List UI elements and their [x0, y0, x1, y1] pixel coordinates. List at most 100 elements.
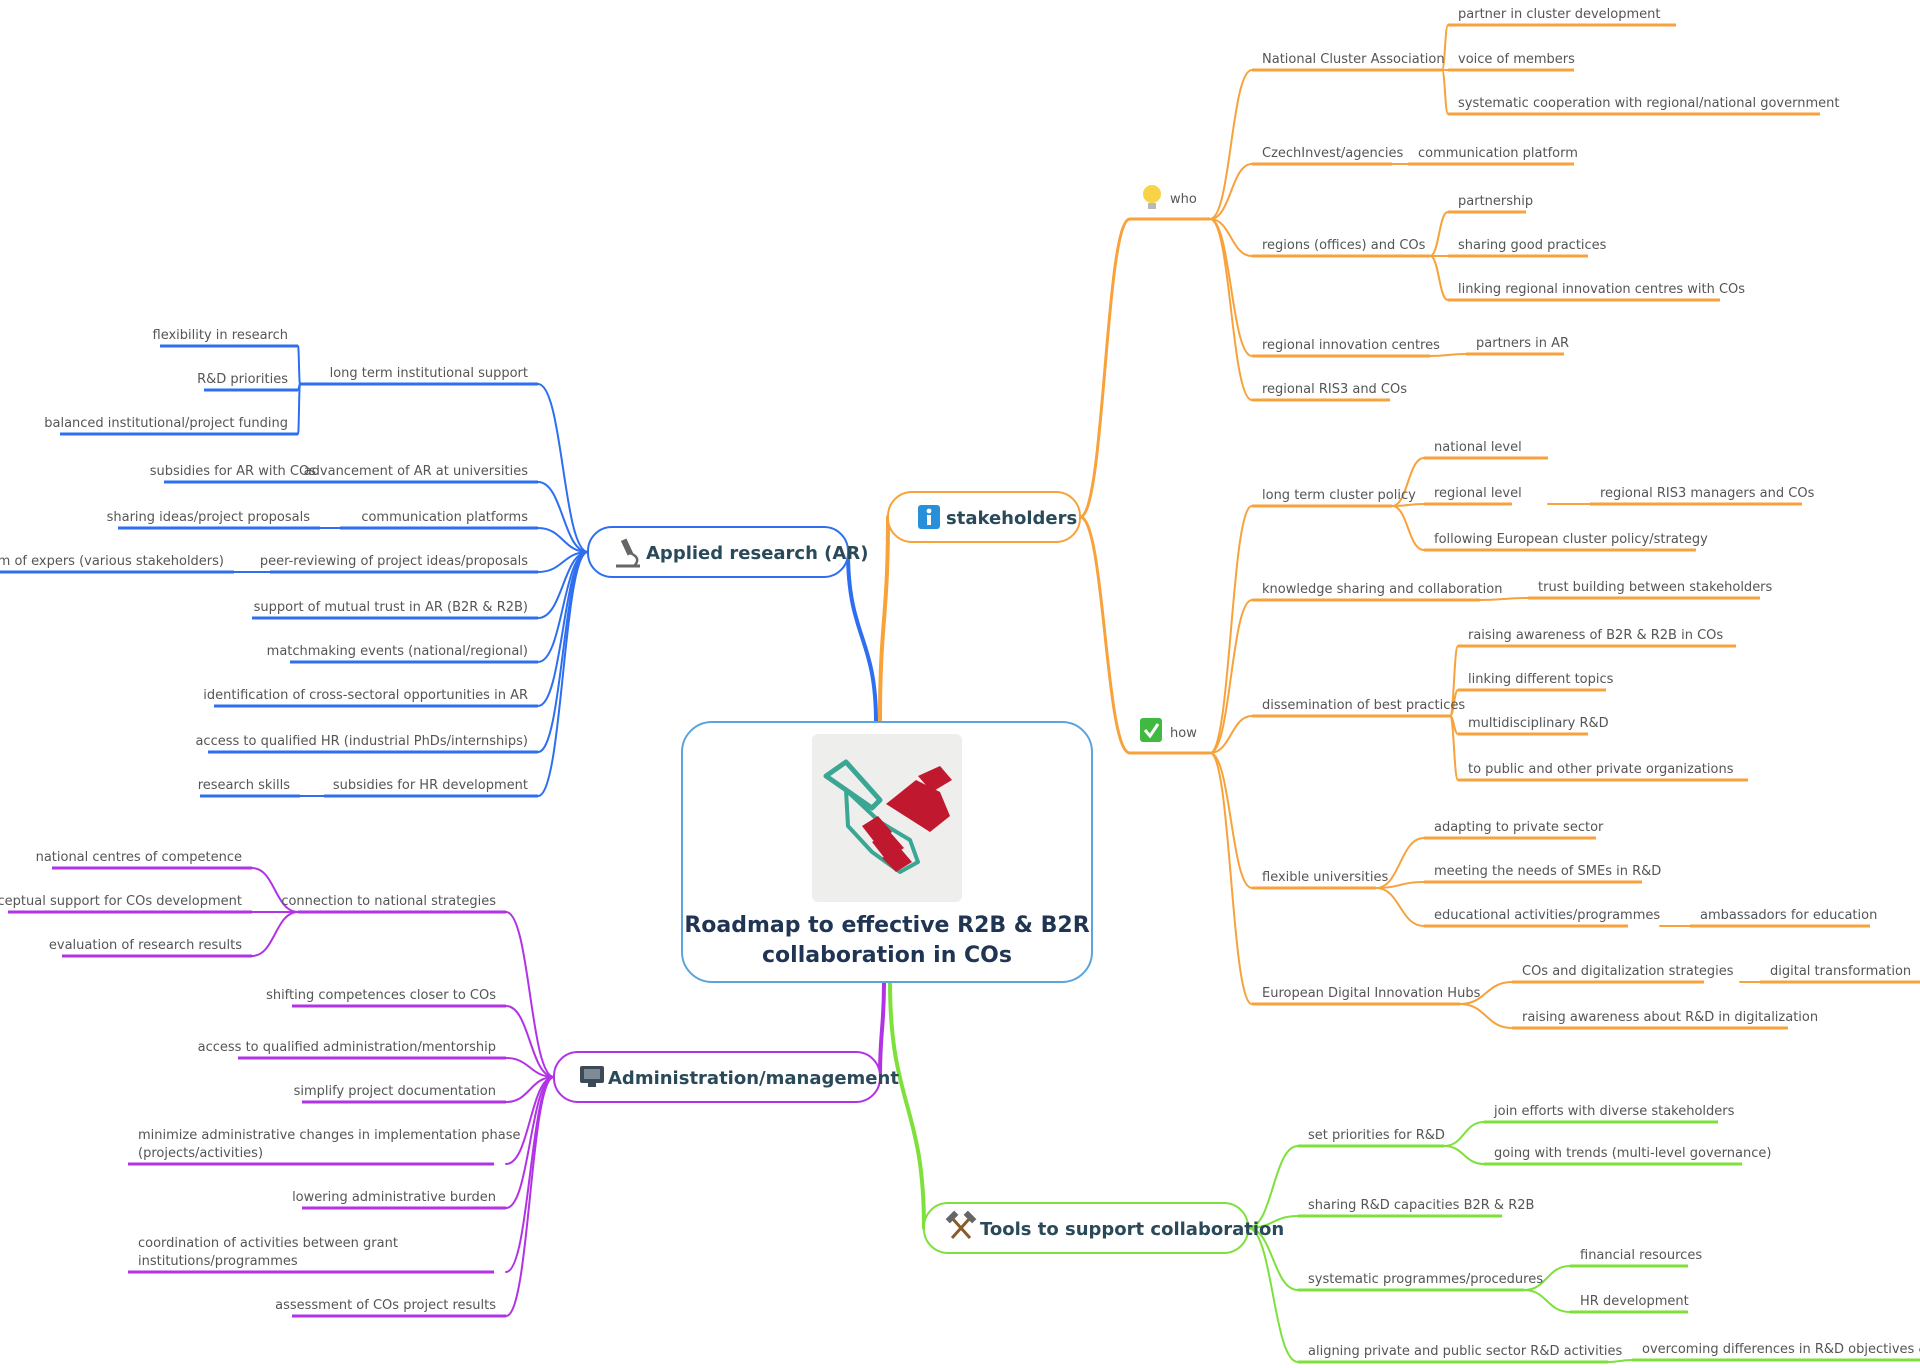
admin-item[interactable]: connection to national strategies: [281, 894, 506, 914]
branch-applied-research[interactable]: Applied research (AR): [587, 526, 868, 578]
how-child[interactable]: trust building between stakeholders: [1528, 580, 1773, 600]
how-child[interactable]: national level: [1424, 440, 1548, 460]
tools-child[interactable]: going with trends (multi-level governanc…: [1484, 1146, 1771, 1166]
who-item[interactable]: National Cluster Association: [1252, 52, 1445, 72]
admin-item-label: connection to national strategies: [281, 894, 496, 909]
how-item[interactable]: knowledge sharing and collaboration: [1252, 582, 1502, 602]
ar-child-label: flexibility in research: [153, 328, 289, 343]
branch-stakeholders[interactable]: stakeholders: [887, 491, 1081, 543]
how-child[interactable]: raising awareness about R&D in digitaliz…: [1512, 1010, 1818, 1030]
connector-line: [297, 383, 301, 435]
connector-line: [537, 527, 589, 553]
tools-icon: [945, 1210, 977, 1240]
central-title-line-1: Roadmap to effective R2B & B2R: [684, 913, 1089, 938]
how-child[interactable]: multidisciplinary R&D: [1458, 716, 1609, 736]
ar-item[interactable]: matchmaking events (national/regional): [267, 644, 538, 664]
branch-tools[interactable]: Tools to support collaboration: [923, 1202, 1284, 1254]
admin-item[interactable]: minimize administrative changes in imple…: [128, 1128, 521, 1166]
admin-item[interactable]: assessment of COs project results: [275, 1298, 506, 1318]
admin-item[interactable]: coordination of activities between grant…: [128, 1236, 494, 1274]
tools-child[interactable]: HR development: [1570, 1294, 1689, 1314]
ar-item[interactable]: peer-reviewing of project ideas/proposal…: [260, 554, 538, 574]
admin-child[interactable]: evaluation of research results: [49, 938, 252, 958]
admin-item[interactable]: simplify project documentation: [294, 1084, 506, 1104]
who-child[interactable]: partnership: [1448, 194, 1533, 214]
connector-line: [297, 345, 301, 385]
ar-child[interactable]: research skills: [198, 778, 300, 798]
ar-child[interactable]: balanced institutional/project funding: [44, 416, 298, 436]
ar-item[interactable]: support of mutual trust in AR (B2R & R2B…: [252, 600, 538, 620]
tools-child[interactable]: join efforts with diverse stakeholders: [1484, 1104, 1735, 1124]
how-child[interactable]: COs and digitalization strategies: [1512, 964, 1734, 984]
ar-child[interactable]: forum of expers (various stakeholders): [0, 554, 234, 574]
ar-item[interactable]: identification of cross-sectoral opportu…: [203, 688, 538, 708]
who-child[interactable]: systematic cooperation with regional/nat…: [1448, 96, 1839, 116]
admin-child[interactable]: conceptual support for COs development: [0, 894, 252, 914]
subbranch-how[interactable]: how: [1140, 718, 1197, 742]
lightbulb-icon: [1143, 185, 1161, 209]
how-item[interactable]: long term cluster policy: [1252, 488, 1416, 508]
tools-child[interactable]: overcoming differences in R&D objectives…: [1632, 1342, 1920, 1362]
how-child[interactable]: following European cluster policy/strate…: [1424, 532, 1708, 552]
branch-label: Administration/management: [608, 1068, 899, 1089]
who-item-label: regional innovation centres: [1262, 338, 1440, 353]
tools-item[interactable]: systematic programmes/procedures: [1298, 1272, 1543, 1292]
ar-item[interactable]: advancement of AR at universities: [304, 464, 538, 484]
ar-item[interactable]: access to qualified HR (industrial PhDs/…: [195, 734, 538, 754]
connector-line: [505, 1076, 555, 1209]
who-child[interactable]: sharing good practices: [1448, 238, 1607, 258]
who-child[interactable]: voice of members: [1448, 52, 1575, 72]
ar-child[interactable]: sharing ideas/project proposals: [107, 510, 320, 530]
connector-line: [1209, 599, 1253, 754]
how-child[interactable]: regional level: [1424, 486, 1522, 506]
tools-item[interactable]: aligning private and public sector R&D a…: [1298, 1344, 1622, 1364]
admin-child[interactable]: national centres of competence: [36, 850, 252, 870]
ar-child[interactable]: subsidies for AR with COs: [150, 464, 326, 484]
how-grandchild[interactable]: regional RIS3 managers and COs: [1590, 486, 1815, 506]
who-child-label: partner in cluster development: [1458, 7, 1660, 22]
how-child[interactable]: raising awareness of B2R & R2B in COs: [1458, 628, 1736, 648]
who-child[interactable]: partners in AR: [1466, 336, 1569, 356]
tools-child[interactable]: financial resources: [1570, 1248, 1702, 1268]
admin-item-label: lowering administrative burden: [292, 1190, 496, 1205]
admin-item[interactable]: lowering administrative burden: [292, 1190, 506, 1210]
ar-item[interactable]: subsidies for HR development: [324, 778, 538, 798]
connector-line: [251, 911, 299, 957]
how-child[interactable]: educational activities/programmes: [1424, 908, 1660, 928]
ar-child[interactable]: flexibility in research: [153, 328, 299, 348]
ar-item[interactable]: long term institutional support: [300, 366, 538, 386]
how-item[interactable]: European Digital Innovation Hubs: [1252, 986, 1481, 1006]
tools-child-label: HR development: [1580, 1294, 1689, 1309]
who-item[interactable]: CzechInvest/agencies: [1252, 146, 1404, 166]
how-child[interactable]: adapting to private sector: [1424, 820, 1604, 840]
tools-item[interactable]: sharing R&D capacities B2R & R2B: [1298, 1198, 1534, 1218]
how-child[interactable]: linking different topics: [1458, 672, 1614, 692]
how-child[interactable]: meeting the needs of SMEs in R&D: [1424, 864, 1661, 884]
how-item-label: dissemination of best practices: [1262, 698, 1465, 713]
connector-line: [1375, 837, 1425, 889]
how-child[interactable]: to public and other private organization…: [1458, 762, 1748, 782]
who-child[interactable]: communication platform: [1408, 146, 1578, 166]
admin-child-label: national centres of competence: [36, 850, 242, 865]
tools-item[interactable]: set priorities for R&D: [1298, 1128, 1445, 1148]
who-item[interactable]: regional RIS3 and COs: [1252, 382, 1407, 402]
who-item[interactable]: regions (offices) and COs: [1252, 238, 1430, 258]
admin-item[interactable]: shifting competences closer to COs: [266, 988, 506, 1008]
how-grandchild[interactable]: digital transformation: [1760, 964, 1920, 984]
connector-line: [1209, 218, 1253, 257]
how-item[interactable]: dissemination of best practices: [1252, 698, 1465, 718]
how-grandchild[interactable]: ambassadors for education: [1690, 908, 1877, 928]
branch-administration[interactable]: Administration/management: [553, 1051, 899, 1103]
connector-line: [1375, 887, 1425, 927]
admin-item[interactable]: access to qualified administration/mento…: [198, 1040, 506, 1060]
info-icon: [918, 505, 940, 529]
who-item[interactable]: regional innovation centres: [1252, 338, 1440, 358]
central-topic[interactable]: Roadmap to effective R2B & B2R collabora…: [681, 721, 1093, 983]
who-child[interactable]: partner in cluster development: [1448, 7, 1676, 27]
ar-child[interactable]: R&D priorities: [197, 372, 298, 392]
who-child[interactable]: linking regional innovation centres with…: [1448, 282, 1745, 302]
how-item[interactable]: flexible universities: [1252, 870, 1388, 890]
handshake-icon: [812, 734, 962, 902]
ar-item[interactable]: communication platforms: [340, 510, 538, 530]
subbranch-who[interactable]: who: [1143, 185, 1197, 209]
